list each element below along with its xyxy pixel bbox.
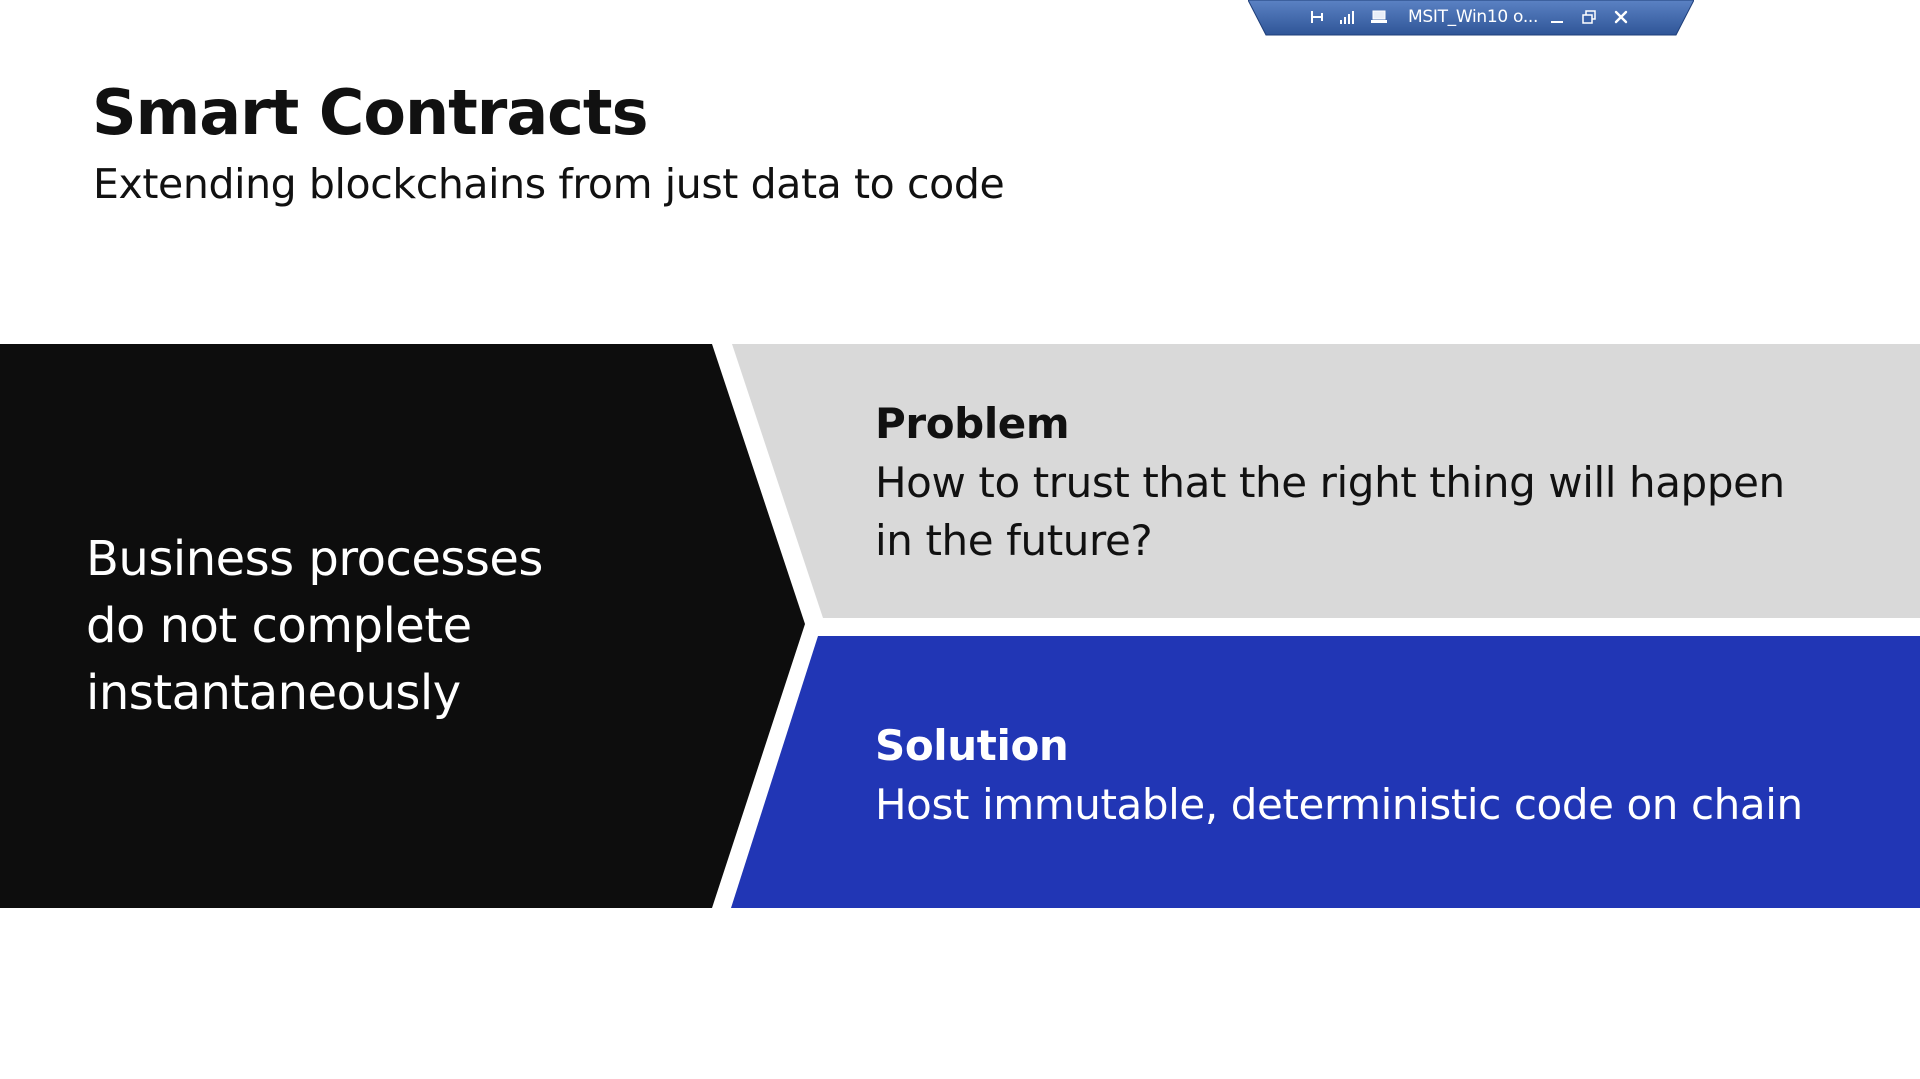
connection-bar-background	[1248, 0, 1694, 36]
problem-body: How to trust that the right thing will h…	[875, 454, 1855, 570]
problem-line: in the future?	[875, 516, 1153, 565]
problem-text: Problem How to trust that the right thin…	[875, 398, 1855, 570]
pin-icon[interactable]	[1306, 6, 1328, 28]
solution-text: Solution Host immutable, deterministic c…	[875, 720, 1875, 834]
remote-desktop-connection-bar: MSIT_Win10 o...	[1248, 0, 1694, 37]
slide-title: Smart Contracts	[92, 76, 648, 149]
close-icon[interactable]	[1610, 6, 1632, 28]
solution-body: Host immutable, deterministic code on ch…	[875, 780, 1803, 829]
signal-icon[interactable]	[1336, 6, 1358, 28]
problem-line: How to trust that the right thing will h…	[875, 458, 1785, 507]
connection-title: MSIT_Win10 o...	[1408, 7, 1539, 27]
solution-heading: Solution	[875, 721, 1069, 770]
minimize-icon[interactable]	[1546, 6, 1568, 28]
restore-icon[interactable]	[1578, 6, 1600, 28]
solution-block	[731, 636, 1920, 908]
left-chevron-block	[0, 344, 805, 908]
slide-subtitle: Extending blockchains from just data to …	[93, 160, 1005, 208]
left-block-line: instantaneously	[86, 665, 461, 721]
problem-block	[732, 344, 1920, 618]
left-block-line: do not complete	[86, 598, 472, 654]
left-block-line: Business processes	[86, 531, 543, 587]
problem-heading: Problem	[875, 399, 1070, 448]
left-block-text: Business processes do not complete insta…	[86, 526, 686, 727]
remote-computer-icon[interactable]	[1368, 6, 1390, 28]
